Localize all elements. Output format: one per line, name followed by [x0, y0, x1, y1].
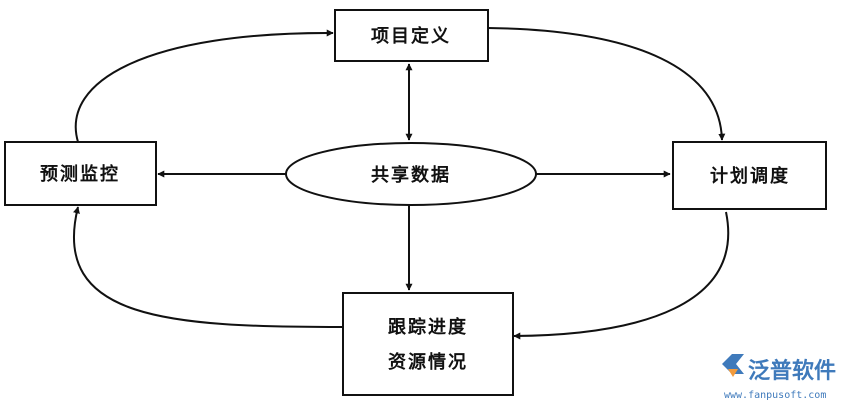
- arrow-tracking-to-forecast: [72, 206, 343, 328]
- node-tracking-line2: 资源情况: [388, 351, 468, 373]
- arrow-project-to-plan: [487, 27, 726, 141]
- node-forecast-monitor-label: 预测监控: [40, 163, 120, 185]
- node-tracking-line1: 跟踪进度: [388, 316, 468, 338]
- brand-name: 泛普软件: [748, 358, 836, 384]
- arrow-forecast-to-project: [74, 29, 334, 143]
- brand-watermark: 泛普软件 www.fanpusoft.com: [722, 354, 836, 401]
- arrow-plan-to-tracking: [513, 211, 729, 340]
- node-project-definition-label: 项目定义: [371, 25, 451, 47]
- node-forecast-monitor: 预测监控: [4, 141, 157, 206]
- node-tracking: 跟踪进度 资源情况: [342, 292, 514, 396]
- node-project-definition: 项目定义: [334, 9, 489, 62]
- node-plan-schedule: 计划调度: [672, 141, 827, 210]
- brand-url: www.fanpusoft.com: [724, 390, 826, 401]
- node-shared-data-label: 共享数据: [371, 164, 451, 186]
- node-plan-schedule-label: 计划调度: [710, 165, 790, 187]
- brand-logo-icon: [722, 354, 744, 377]
- node-shared-data: 共享数据: [285, 142, 537, 206]
